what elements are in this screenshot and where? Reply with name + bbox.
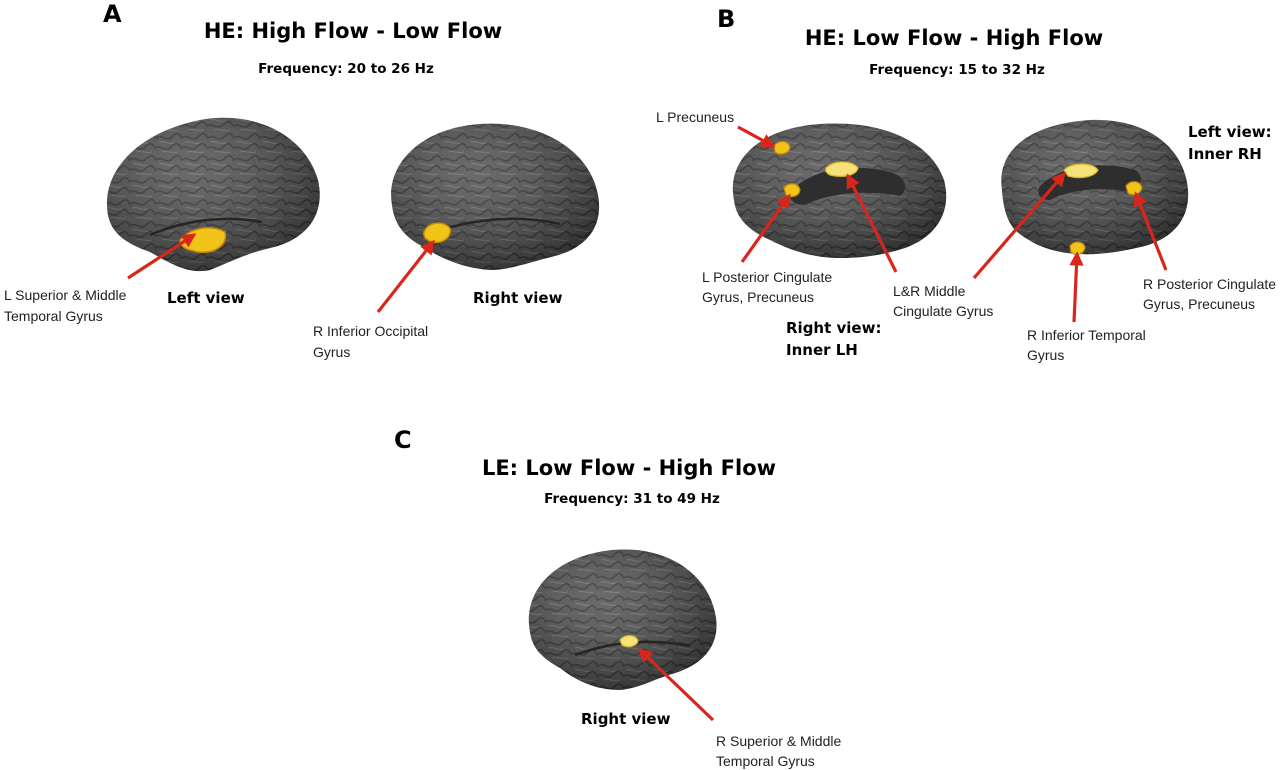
panel-b-title: HE: Low Flow - High Flow — [805, 26, 1103, 50]
label-b-inferior-temporal: R Inferior Temporal Gyrus — [1027, 327, 1150, 363]
label-a-right: R Inferior Occipital Gyrus — [313, 323, 432, 360]
activation-blob — [825, 161, 859, 177]
label-b-l-posterior: L Posterior Cingulate Gyrus, Precuneus — [702, 269, 836, 305]
label-c: R Superior & Middle Temporal Gyrus — [716, 733, 845, 769]
label-b-precuneus: L Precuneus — [656, 109, 734, 125]
arrow — [740, 193, 791, 263]
panel-b: B HE: Low Flow - High Flow Frequency: 15… — [656, 5, 1280, 363]
label-b-middle-cingulate: L&R Middle Cingulate Gyrus — [893, 283, 993, 319]
panel-a-frequency: Frequency: 20 to 26 Hz — [258, 61, 434, 77]
panel-a-letter: A — [103, 0, 122, 28]
brain-b-inner-lh — [732, 123, 947, 259]
panel-b-letter: B — [717, 5, 735, 33]
arrow — [972, 171, 1066, 280]
panel-b-right-view: Right view: Inner LH — [786, 319, 887, 359]
panel-a-right-view: Right view — [473, 289, 563, 307]
label-a-left: L Superior & Middle Temporal Gyrus — [4, 287, 130, 324]
panel-b-left-view: Left view: Inner RH — [1188, 123, 1277, 163]
panel-c: C LE: Low Flow - High Flow Frequency: 31… — [394, 426, 845, 769]
activation-blob — [1125, 181, 1143, 196]
arrow — [376, 239, 435, 313]
brain-c-right — [528, 549, 717, 690]
activation-blob — [1063, 163, 1099, 179]
panel-a-left-view: Left view — [167, 289, 245, 307]
brain-a-right — [391, 123, 600, 270]
activation-blob — [783, 183, 801, 198]
brain-b-inner-rh — [1001, 119, 1189, 255]
panel-a-title: HE: High Flow - Low Flow — [204, 19, 502, 43]
arrow — [1133, 191, 1168, 271]
arrow — [127, 233, 197, 280]
panel-c-right-view: Right view — [581, 710, 671, 728]
arrow — [846, 173, 898, 273]
panel-c-letter: C — [394, 426, 412, 454]
panel-c-title: LE: Low Flow - High Flow — [482, 456, 776, 480]
activation-blob — [773, 141, 791, 155]
label-b-r-posterior: R Posterior Cingulate Gyrus, Precuneus — [1143, 276, 1280, 312]
panel-a: A HE: High Flow - Low Flow Frequency: 20… — [4, 0, 600, 360]
activation-blob — [1069, 241, 1086, 255]
arrow — [1069, 251, 1084, 323]
panel-c-frequency: Frequency: 31 to 49 Hz — [544, 491, 720, 507]
activation-blob — [423, 222, 451, 244]
activation-blob — [619, 635, 639, 648]
arrow — [637, 648, 715, 722]
arrow — [737, 125, 776, 148]
panel-b-frequency: Frequency: 15 to 32 Hz — [869, 62, 1045, 78]
brain-a-left — [106, 117, 320, 272]
